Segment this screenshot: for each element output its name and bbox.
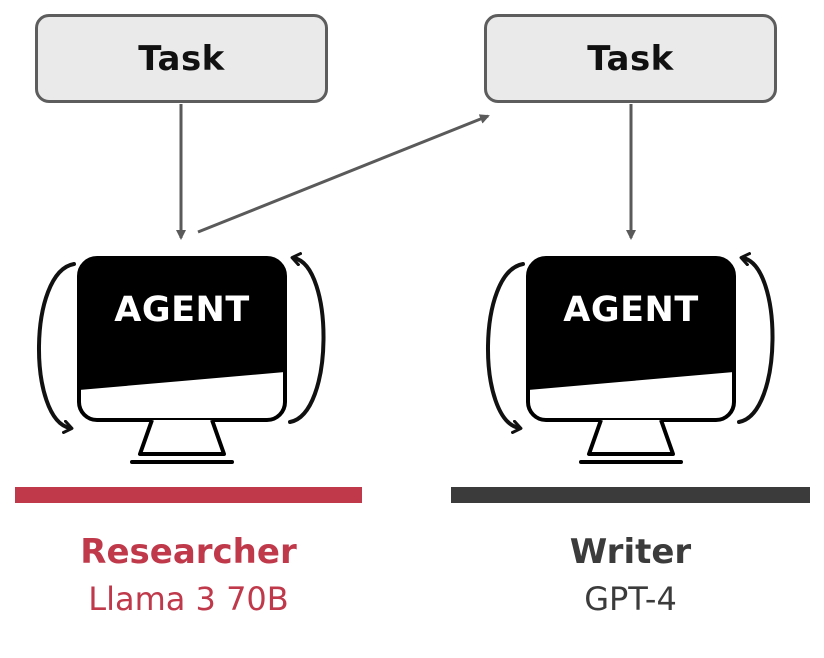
agent-screen-label-writer: AGENT [563,290,699,330]
model-name-researcher: Llama 3 70B [88,580,289,618]
cycle-arrow-icon [288,258,326,424]
role-bar-researcher [15,487,362,503]
role-name-writer: Writer [569,532,692,572]
cycle-arrow-icon [37,262,76,428]
cycle-arrow-icon [737,258,775,424]
task-label: Task [587,38,674,79]
arrow-researcher-to-task [197,114,490,234]
task-label: Task [138,38,225,79]
model-name-writer: GPT-4 [584,580,677,618]
task-box-writer: Task [484,14,777,103]
cycle-arrow-icon [486,262,525,428]
monitor-icon [526,256,736,464]
agent-screen-label-researcher: AGENT [114,290,250,330]
role-name-researcher: Researcher [80,532,297,572]
monitor-icon [77,256,287,464]
role-bar-writer [451,487,810,503]
task-box-researcher: Task [35,14,328,103]
